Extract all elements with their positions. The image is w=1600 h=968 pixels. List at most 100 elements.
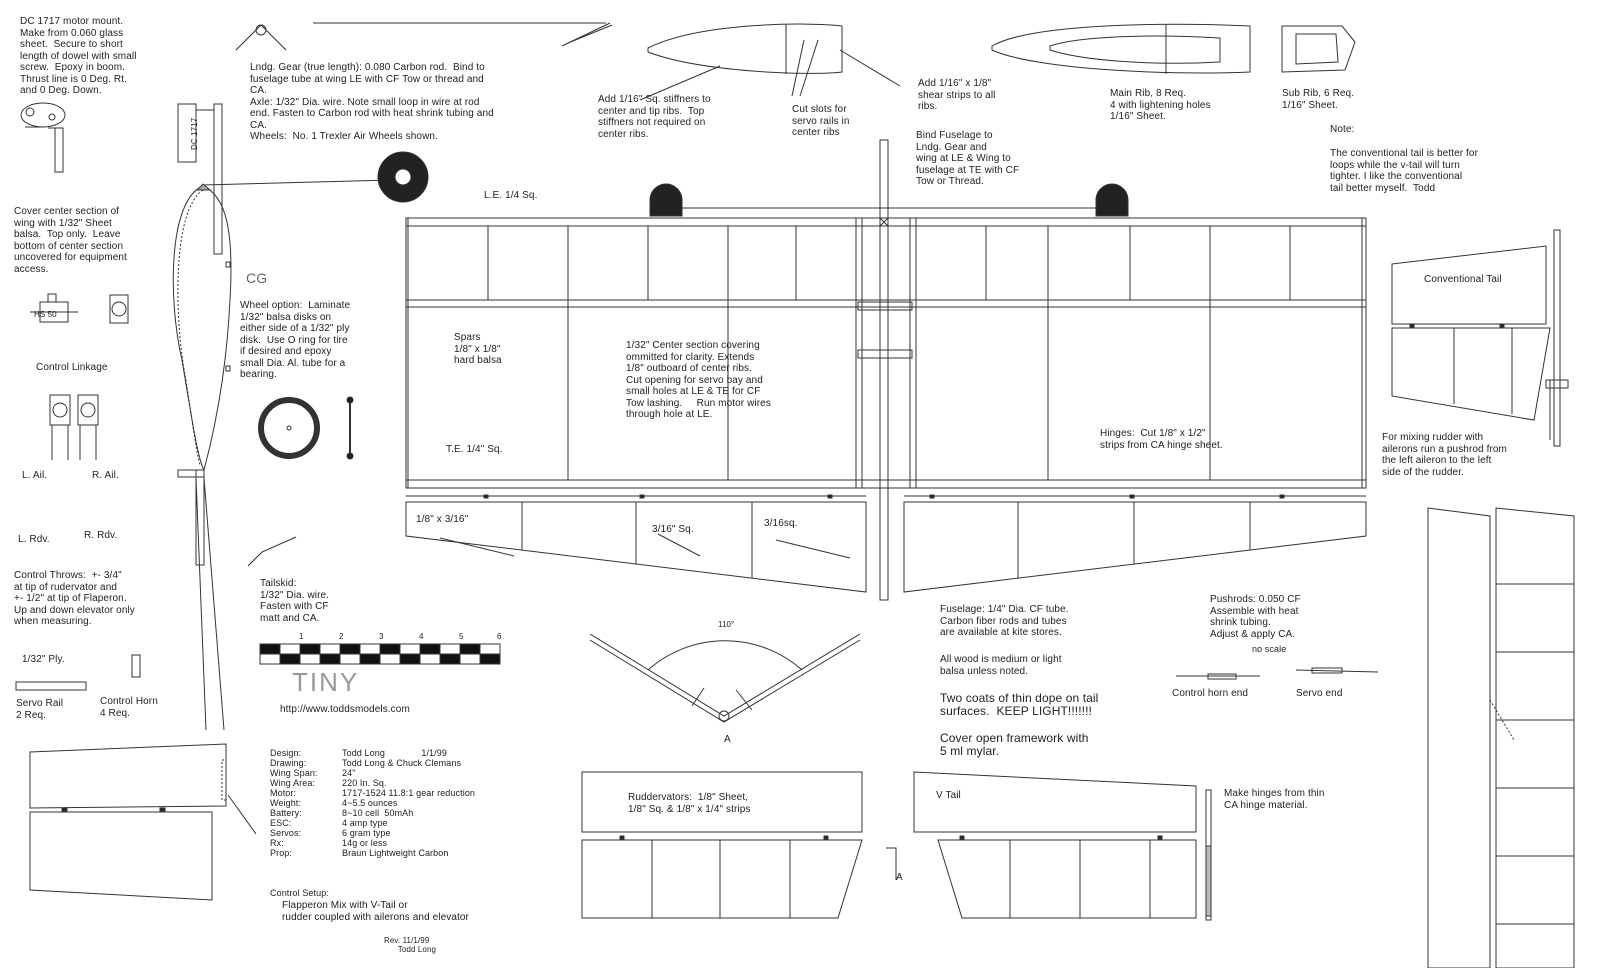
flap-spar-label: 1/8" x 3/16" [416,514,469,525]
control-throws-note: Control Throws: +- 3/4" at tip of ruderv… [14,570,135,627]
wheel-detail [258,151,429,460]
spec-value: Todd Long 1/1/99 [342,748,447,758]
control-horn-label: Control Horn 4 Req. [100,696,158,719]
main-rib-note: Main Rib, 8 Req. 4 with lightening holes… [1110,88,1211,122]
control-linkage-label: Control Linkage [36,362,108,373]
spec-value: 14g or less [342,838,388,848]
v-tail-view [886,771,1212,921]
ply-label: 1/32" Ply. [22,654,65,665]
tailskid-note: Tailskid: 1/32" Dia. wire. Fasten with C… [260,578,330,624]
control-setup-title: Control Setup: [270,888,329,898]
spec-value: Todd Long & Chuck Clemans [342,758,462,768]
scale-number-1: 1 [299,632,304,641]
spec-row: Prop: Braun Lightweight Carbon [270,848,475,858]
scale-bar [259,643,501,665]
sq316-label: 3/16" Sq. [652,524,694,535]
tailskid-detail [247,536,297,567]
te-label: T.E. 1/4" Sq. [446,444,503,455]
fuselage-side-view [172,103,393,731]
cg-label: CG [246,270,268,286]
spec-row: Design: Todd Long 1/1/99 [270,748,475,758]
spec-value: 1717-1524 11.8:1 gear reduction [342,788,476,798]
section-a-label-2: A [896,872,903,883]
spec-value: Braun Lightweight Carbon [342,848,449,858]
mylar-note: Cover open framework with 5 ml mylar. [940,731,1089,758]
section-a-label: A [724,734,731,745]
spec-label: Weight: [270,798,302,808]
spec-value: 6 gram type [342,828,391,838]
main-wing [405,139,1367,601]
spec-label: Rx: [270,838,284,848]
ruddervators-note: Ruddervators: 1/8" Sheet, 1/8" Sq. & 1/8… [628,792,751,815]
wheel-option-note: Wheel option: Laminate 1/32" balsa disks… [240,300,351,380]
spec-value: 8~10 cell 50mAh [342,808,414,818]
plan-title: TINY [292,667,360,697]
scale-number-6: 6 [497,632,502,641]
top-misc-lines [235,22,613,51]
bind-fuselage-note: Bind Fuselage to Lndg. Gear and wing at … [916,130,1020,187]
spec-row: Wing Span: 24" [270,768,475,778]
tail-note: The conventional tail is better for loop… [1330,148,1479,194]
scale-number-4: 4 [419,632,424,641]
spec-label: Wing Span: [270,768,318,778]
website-url: http://www.toddsmodels.com [280,704,410,715]
servo-drawings [15,293,141,691]
no-scale-label: no scale [1252,644,1287,654]
cover-center-note: Cover center section of wing with 1/32" … [14,206,127,275]
spars-note: Spars 1/8" x 1/8" hard balsa [454,332,502,366]
spec-value: 220 In. Sq. [342,778,387,788]
conventional-tail [1391,229,1569,447]
spec-label: Wing Area: [270,778,316,788]
left-aileron-label: L. Ail. [22,470,48,481]
make-hinges-note: Make hinges from thin CA hinge material. [1224,788,1325,811]
scale-number-3: 3 [379,632,384,641]
spec-row: Weight: 4~5.5 ounces [270,798,475,808]
spec-label: Prop: [270,848,293,858]
spec-label: Design: [270,748,302,758]
right-aileron-label: R. Ail. [92,470,119,481]
servo-rail-label: Servo Rail 2 Req. [16,698,64,721]
revision-note: Rev. 11/1/99 Todd Long [384,936,437,954]
sq316b-label: 3/16sq. [764,518,798,529]
rib-profiles [639,23,1356,101]
control-setup-text: Flapperon Mix with V-Tail or rudder coup… [282,900,469,923]
spec-row: Battery: 8~10 cell 50mAh [270,808,475,818]
servo-end-label: Servo end [1296,688,1343,699]
hs50-label: HS 50 [34,310,57,319]
fuselage-note: Fuselage: 1/4" Dia. CF tube. Carbon fibe… [940,604,1069,638]
spec-row: Wing Area: 220 In. Sq. [270,778,475,788]
scale-number-2: 2 [339,632,344,641]
shear-strips-note: Add 1/16" x 1/8" shear strips to all rib… [918,78,996,112]
dope-note: Two coats of thin dope on tail surfaces.… [940,691,1099,718]
spec-row: Motor: 1717-1524 11.8:1 gear reduction [270,788,475,798]
spec-row: ESC: 4 amp type [270,818,475,828]
landing-gear-note: Lndg. Gear (true length): 0.080 Carbon r… [250,62,494,142]
spec-value: 24" [342,768,356,778]
left-ruddervator-label: L. Rdv. [18,534,50,545]
spec-value: 4 amp type [342,818,388,828]
specs-table: Design:Todd Long 1/1/99 Drawing:Todd Lon… [270,748,475,858]
v-tail-label: V Tail [936,790,961,801]
pushrods-note: Pushrods: 0.050 CF Assemble with heat sh… [1210,594,1301,640]
spec-label: Battery: [270,808,302,818]
spec-value: 4~5.5 ounces [342,798,398,808]
note-label: Note: [1330,124,1355,135]
angle-label: 110° [718,620,735,629]
le-label: L.E. 1/4 Sq. [484,190,538,201]
spec-label: ESC: [270,818,292,828]
spec-row: Servos: 6 gram type [270,828,475,838]
side-tail-view [29,743,257,901]
rudder-view [1427,507,1575,968]
control-horn-end-label: Control horn end [1172,688,1249,699]
conventional-tail-label: Conventional Tail [1424,274,1502,285]
servo-slots-note: Cut slots for servo rails in center ribs [792,104,850,138]
motor-mount-note: DC 1717 motor mount. Make from 0.060 gla… [20,16,137,96]
spec-label: Servos: [270,828,302,838]
spec-label: Motor: [270,788,297,798]
motor-mount-detail [20,102,66,173]
spec-row: Rx: 14g or less [270,838,475,848]
v-tail-angle-diagram [589,633,861,723]
flaperons [405,494,1367,593]
ruddervator-view [581,771,863,919]
